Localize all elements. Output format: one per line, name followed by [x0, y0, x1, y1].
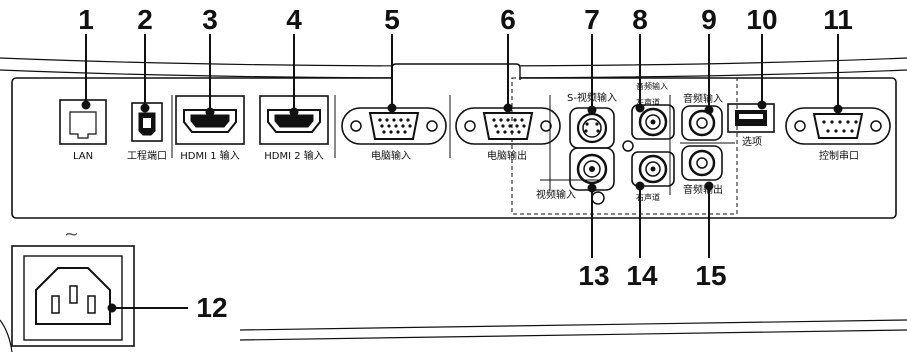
- callout-5: 5: [384, 4, 400, 35]
- label-left-channel: 左声道: [636, 98, 660, 107]
- service-port: [131, 102, 163, 142]
- label-hdmi1: HDMI 1 输入: [180, 151, 240, 162]
- label-option: 选项: [742, 137, 762, 148]
- callout-4: 4: [286, 4, 302, 35]
- label-audio-input-group: 音频输入: [636, 82, 668, 91]
- callout-leaders: [81, 34, 843, 313]
- option-usb-port: [727, 103, 775, 133]
- callout-6: 6: [500, 4, 516, 35]
- hdmi2-port: [259, 95, 329, 145]
- label-computer-out: 电脑输出: [487, 151, 527, 162]
- callout-10: 10: [746, 4, 778, 35]
- callout-2: 2: [137, 4, 153, 35]
- label-s-video-in: S-视频输入: [567, 93, 617, 104]
- audio-lr-ports: [622, 104, 675, 187]
- label-audio-out: 音频输出: [683, 185, 723, 196]
- callout-15: 15: [695, 260, 727, 291]
- callout-12: 12: [196, 292, 228, 323]
- callout-1: 1: [78, 4, 94, 35]
- panel-tab: [391, 63, 521, 80]
- lan-port: [59, 99, 107, 145]
- panel-dividers: [171, 95, 735, 195]
- callout-14: 14: [626, 260, 658, 291]
- label-service-port: 工程端口: [127, 151, 167, 162]
- callout-13: 13: [578, 260, 610, 291]
- callout-9: 9: [701, 4, 717, 35]
- label-computer-in: 电脑输入: [371, 151, 411, 162]
- video-rca-port: [569, 147, 615, 205]
- power-inlet: [11, 245, 135, 347]
- label-video-in: 视频输入: [536, 190, 576, 201]
- callout-7: 7: [584, 4, 600, 35]
- label-hdmi2: HDMI 2 输入: [264, 151, 324, 162]
- label-control-serial: 控制串口: [819, 151, 859, 162]
- power-ac-symbol: ~: [64, 224, 80, 245]
- callout-8: 8: [632, 4, 648, 35]
- callout-11: 11: [823, 4, 853, 35]
- label-lan: LAN: [72, 151, 94, 162]
- audio-jacks: [681, 105, 723, 181]
- label-right-channel: 右声道: [636, 193, 660, 202]
- callout-3: 3: [202, 4, 218, 35]
- label-audio-in: 音频输入: [683, 94, 723, 105]
- computer-out-port: [455, 107, 561, 145]
- av-group-outline: [511, 77, 738, 215]
